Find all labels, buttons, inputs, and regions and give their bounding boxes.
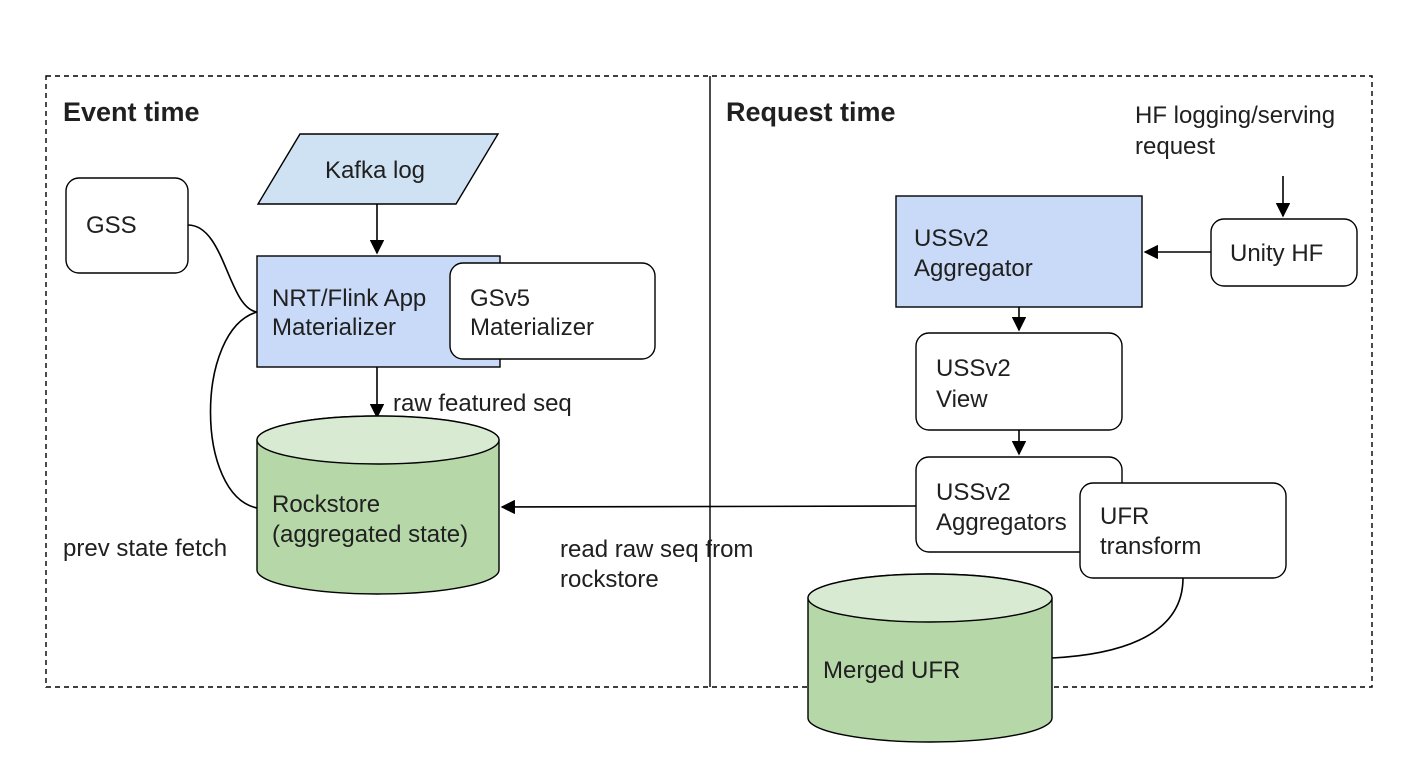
ussv2-aggregators-label-line1: USSv2 (936, 479, 1011, 506)
kafka-log-label: Kafka log (325, 157, 425, 184)
section-title-event-time: Event time (63, 97, 200, 127)
read-raw-seq-label-line2: rockstore (560, 566, 659, 593)
outer-frame (45, 75, 1373, 688)
rockstore-top (256, 415, 500, 465)
raw-featured-seq-label: raw featured seq (393, 390, 572, 417)
ussv2-aggregators-label-line2: Aggregators (936, 509, 1067, 536)
kafka-log-node (256, 133, 500, 205)
nrt-flink-label-line2: Materializer (272, 314, 396, 341)
ufr-transform-node (1079, 482, 1287, 579)
ufr-transform-label-line2: transform (1100, 533, 1201, 560)
hf-request-label-line1: HF logging/serving (1135, 102, 1335, 129)
merged-ufr-label: Merged UFR (823, 657, 960, 684)
hf-request-label-line2: request (1135, 133, 1215, 160)
connector-ufr-to-merged (1051, 577, 1184, 659)
connector-gss-to-nrt (187, 224, 258, 313)
gss-label: GSS (86, 212, 137, 239)
ussv2-view-label-line2: View (936, 386, 988, 413)
read-raw-seq-label-line1: read raw seq from (560, 536, 753, 563)
prev-state-fetch-label: prev state fetch (63, 535, 227, 562)
ufr-transform-label-line1: UFR (1100, 503, 1149, 530)
connector-prev-state-fetch (209, 311, 258, 509)
ussv2-aggregator-label-line2: Aggregator (914, 255, 1033, 282)
section-title-request-time: Request time (726, 97, 896, 127)
arrow-read-raw-seq (500, 499, 917, 515)
merged-ufr-top (807, 573, 1053, 623)
ussv2-view-label-line1: USSv2 (936, 355, 1011, 382)
ussv2-aggregator-node (895, 195, 1143, 308)
gsv5-node (449, 262, 656, 360)
gsv5-label-line2: Materializer (470, 314, 594, 341)
unity-hf-label: Unity HF (1230, 240, 1323, 267)
rockstore-label-line2: (aggregated state) (272, 521, 468, 548)
gsv5-label-line1: GSv5 (470, 285, 530, 312)
ussv2-aggregator-label-line1: USSv2 (914, 225, 989, 252)
nrt-flink-label-line1: NRT/Flink App (272, 285, 426, 312)
rockstore-label-line1: Rockstore (272, 491, 380, 518)
